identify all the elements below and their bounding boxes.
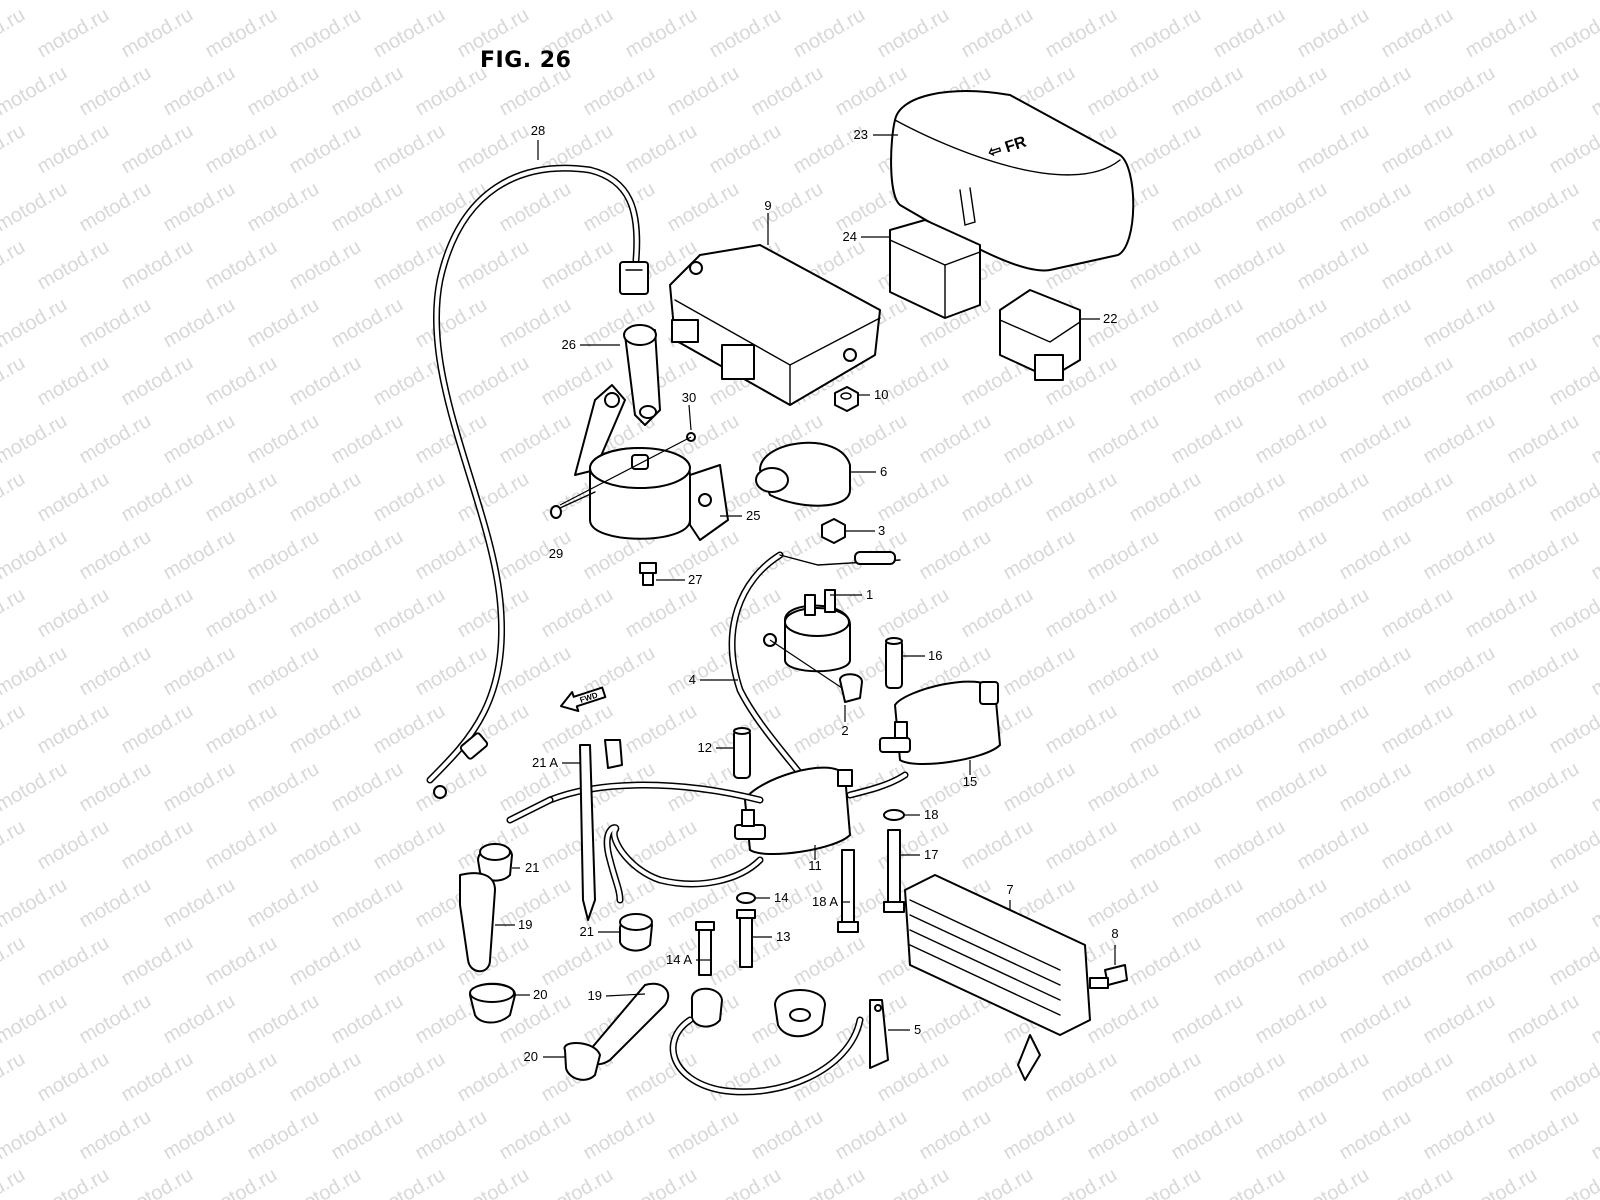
regulator-rectifier-part-7 <box>904 874 1091 1081</box>
bolt-part-17 <box>883 829 905 913</box>
nut-part-3 <box>821 518 846 544</box>
high-tension-leads <box>506 771 909 904</box>
long-cable-part-28 <box>426 164 649 799</box>
callout-30: 30 <box>682 390 696 405</box>
washer-part-18 <box>883 809 905 821</box>
bolt-part-14a <box>695 921 715 976</box>
callout-15: 15 <box>963 774 977 789</box>
callout-19-lower: 19 <box>588 988 602 1003</box>
rubber-boot-part-6 <box>755 441 851 507</box>
starter-relay-part-1 <box>763 589 851 673</box>
relay-part-22 <box>999 289 1081 381</box>
bolt-part-27 <box>639 562 657 586</box>
callout-25: 25 <box>746 508 760 523</box>
cap-part-21-upper <box>477 843 513 882</box>
callout-16: 16 <box>928 648 942 663</box>
callout-2: 2 <box>841 723 848 738</box>
callout-18a: 18 A <box>812 894 838 909</box>
cap-part-21-lower <box>619 913 653 952</box>
callout-21-lower: 21 <box>580 924 594 939</box>
nut-part-10 <box>834 386 859 412</box>
ignition-coil-part-11 <box>734 766 853 856</box>
callout-21a: 21 A <box>532 755 558 770</box>
callout-3: 3 <box>878 523 885 538</box>
callout-17: 17 <box>924 847 938 862</box>
callout-12: 12 <box>698 740 712 755</box>
bolt-part-8 <box>1089 964 1128 989</box>
callout-20-upper: 20 <box>533 987 547 1002</box>
leader-lines <box>495 134 1116 1058</box>
plug-connector-lower-left <box>669 987 864 1096</box>
bolt-part-13 <box>736 909 756 968</box>
callout-19-upper: 19 <box>518 917 532 932</box>
callout-28: 28 <box>531 123 545 138</box>
forward-direction-marker: FWD <box>559 686 607 713</box>
bolt-part-2 <box>769 639 863 703</box>
clamp-part-5 <box>869 999 889 1069</box>
cover-part-23: ⇦ FR <box>890 90 1135 272</box>
bolt-part-29 <box>550 491 596 519</box>
callout-labels: 28 23 9 24 22 26 10 30 6 25 3 29 27 1 4 … <box>518 123 1119 1064</box>
callout-10: 10 <box>874 387 888 402</box>
callout-22: 22 <box>1103 311 1117 326</box>
callout-4: 4 <box>689 672 696 687</box>
callout-11: 11 <box>808 858 822 873</box>
seal-part-20-lower <box>563 1042 601 1081</box>
bolt-part-18a <box>837 849 859 933</box>
callout-6: 6 <box>880 464 887 479</box>
screw-part-30 <box>559 432 696 506</box>
plug-cap-part-19-upper <box>459 872 496 973</box>
callout-9: 9 <box>764 198 771 213</box>
washer-part-14 <box>736 892 756 904</box>
callout-14a: 14 A <box>666 952 692 967</box>
seal-part-20-upper <box>469 982 516 1024</box>
callout-14: 14 <box>774 890 788 905</box>
callout-5: 5 <box>914 1022 921 1037</box>
callout-1: 1 <box>866 587 873 602</box>
callout-23: 23 <box>854 127 868 142</box>
callout-29: 29 <box>549 546 563 561</box>
wire-part-4 <box>728 551 901 804</box>
callout-8: 8 <box>1111 926 1118 941</box>
horn-assembly-part-25 <box>574 384 729 541</box>
callout-20-lower: 20 <box>524 1049 538 1064</box>
callout-7: 7 <box>1006 882 1013 897</box>
callout-21-upper: 21 <box>525 860 539 875</box>
callout-27: 27 <box>688 572 702 587</box>
figure-title: FIG. 26 <box>480 48 572 73</box>
ignitor-unit-part-9 <box>669 244 881 406</box>
relay-part-24 <box>889 219 981 319</box>
callout-18: 18 <box>924 807 938 822</box>
callout-24: 24 <box>843 229 857 244</box>
spacer-part-12 <box>733 727 751 779</box>
plug-connector-lower-right <box>774 989 826 1038</box>
tie-strap-part-21a <box>579 739 623 921</box>
callout-26: 26 <box>562 337 576 352</box>
callout-13: 13 <box>776 929 790 944</box>
spacer-part-16 <box>885 637 903 689</box>
ignition-coil-part-15 <box>879 680 1001 766</box>
bracket-part-26 <box>623 324 661 426</box>
